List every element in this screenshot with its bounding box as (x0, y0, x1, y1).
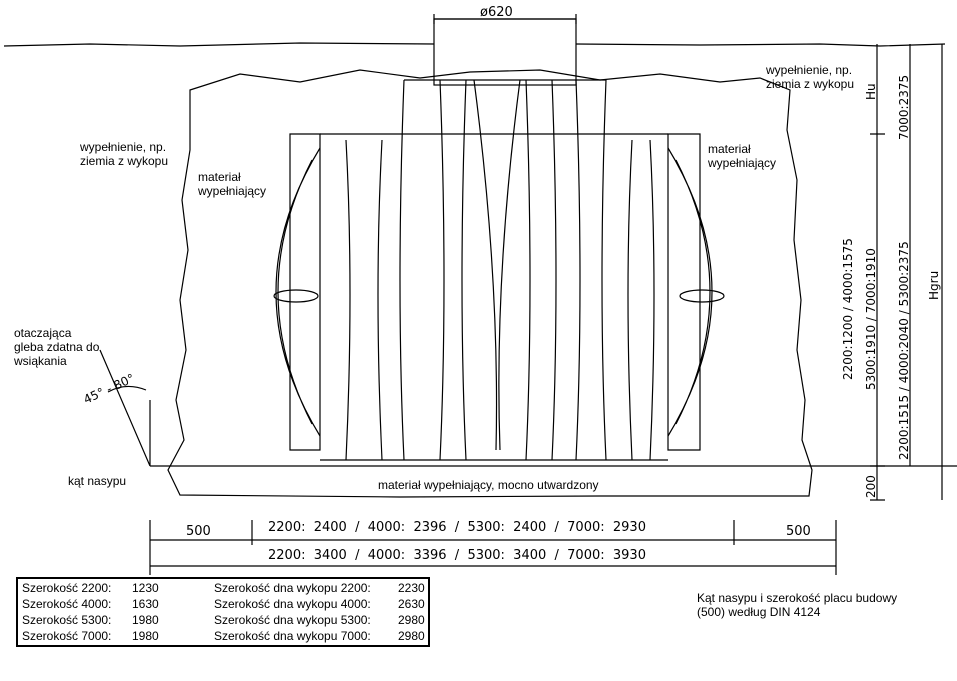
bottom-material-label: materiał wypełniający, mocno utwardzony (378, 478, 599, 492)
slope-line (99, 349, 151, 467)
hgru-label: Hgru (927, 271, 941, 300)
table-row: Szerokość 5300: 1980 Szerokość dna wykop… (22, 613, 425, 627)
tank-fitting-left (273, 289, 319, 303)
dim-200-label: 200 (864, 475, 878, 498)
tank-body-outline (289, 133, 701, 451)
horizontal-dim-lines (149, 520, 837, 575)
din-note: Kąt nasypu i szerokość placu budowy (500… (697, 591, 898, 619)
tank-top-line (320, 79, 668, 461)
spec-table: Szerokość 2200: 1230 Szerokość dna wykop… (16, 577, 430, 647)
material-left-label: materiał wypełniający (198, 170, 267, 198)
angle-label: 45° - 80° (81, 371, 136, 407)
table-row: Szerokość 7000: 1980 Szerokość dna wykop… (22, 629, 425, 643)
vertical-dim-2: 5300:1910 / 7000:1910 (864, 248, 878, 390)
riser-dim-line (433, 14, 577, 24)
tank-riser (433, 18, 577, 86)
ground-surface-line (3, 42, 946, 47)
tank-fitting-right (679, 289, 725, 303)
dim-right-500: 500 (786, 524, 811, 539)
vertical-dim-3: 2200:1515 / 4000:2040 / 5300:2375 (897, 241, 911, 460)
dim-left-500: 500 (186, 524, 211, 539)
table-row: Szerokość 4000: 1630 Szerokość dna wykop… (22, 597, 425, 611)
slope-angle-label: kąt nasypu (68, 474, 127, 488)
fill-left-label: wypełnienie, np. ziemia z wykopu (80, 140, 169, 168)
dim-row-1: 2200: 2400 / 4000: 2396 / 5300: 2400 / 7… (268, 520, 646, 535)
excavation-outline (167, 69, 813, 498)
table-row: Szerokość 2200: 1230 Szerokość dna wykop… (22, 581, 425, 595)
surrounding-soil-label: otaczająca gleba zdatna do wsiąkania (14, 326, 100, 368)
vertical-dim-1: 2200:1200 / 4000:1575 (841, 238, 855, 380)
fill-top-right-label: wypełnienie, np. ziemia z wykopu (766, 63, 855, 91)
dim-row-2: 2200: 3400 / 4000: 3396 / 5300: 3400 / 7… (268, 548, 646, 563)
vertical-dim-top: 7000:2375 (897, 75, 911, 140)
tank-ribs (345, 79, 655, 461)
vertical-dim-lines (870, 44, 943, 501)
riser-diameter-label: ø620 (480, 5, 513, 20)
tank-end-right (667, 147, 713, 437)
material-right-label: materiał wypełniający (708, 142, 777, 170)
hu-label: Hu (864, 83, 878, 100)
angle-arc (107, 385, 147, 393)
